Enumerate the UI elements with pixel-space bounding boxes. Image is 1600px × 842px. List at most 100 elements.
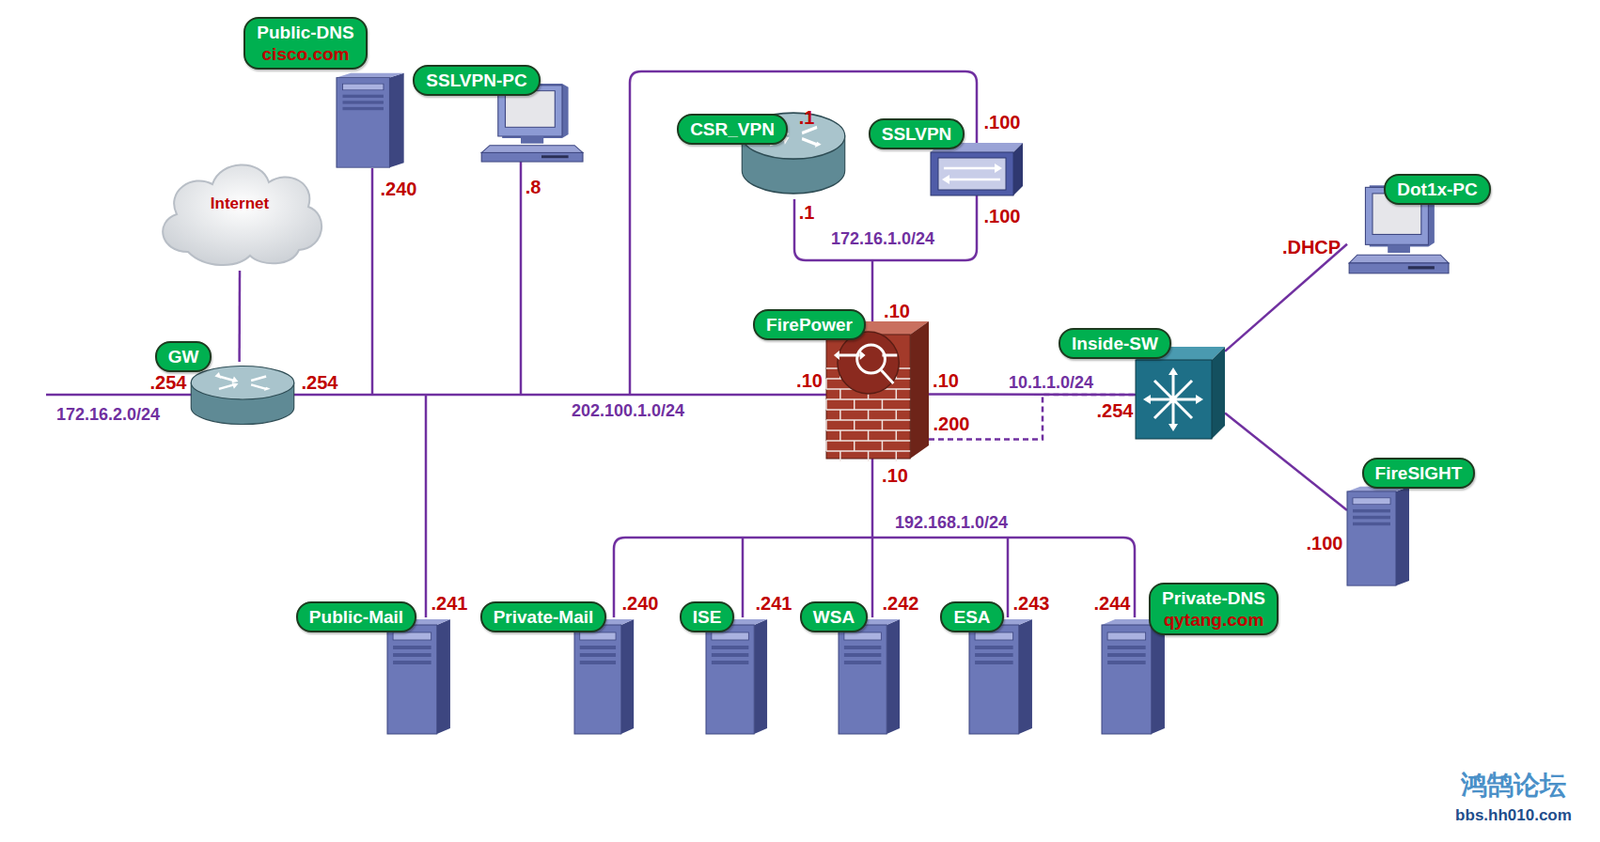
- drop-line: [1006, 537, 1010, 618]
- device-name: CSR_VPN: [690, 118, 775, 141]
- router-icon: [188, 361, 297, 429]
- device-name-pill: Private-Mail: [480, 601, 608, 633]
- server-icon: [574, 617, 638, 736]
- device-name: WSA: [813, 606, 855, 628]
- ip-address: .100: [984, 111, 1021, 133]
- ip-address: .242: [882, 593, 920, 614]
- server-icon: [336, 71, 408, 169]
- device-name: FirePower: [766, 313, 853, 336]
- drop-line: [424, 394, 428, 618]
- switch-node: Inside-SW: [1135, 346, 1225, 440]
- device-name: Public-DNS: [256, 21, 354, 44]
- bus-group: [46, 71, 1135, 618]
- device-name: Dot1x-PC: [1396, 178, 1478, 201]
- device-name: FireSIGHT: [1375, 462, 1463, 485]
- ip-address: .254: [1097, 400, 1134, 422]
- ip-address: .10: [796, 370, 823, 392]
- server-node: WSA: [838, 617, 904, 736]
- device-name: Private-Mail: [493, 606, 595, 628]
- server-node: Private-Mail: [574, 617, 638, 736]
- ip-address: .DHCP: [1282, 236, 1341, 258]
- server-icon: [705, 617, 771, 736]
- device-name-pill: FirePower: [752, 309, 866, 341]
- subnet-label: 172.16.1.0/24: [829, 230, 937, 250]
- device-name-pill: ESA: [940, 601, 1004, 633]
- ip-address: .254: [150, 372, 188, 393]
- network-link: [1224, 244, 1348, 352]
- server-node: Public-Mail: [387, 617, 455, 736]
- device-name-pill: WSA: [800, 601, 868, 633]
- ip-address: .8: [525, 176, 542, 198]
- device-name-pill: Public-DNScisco.com: [243, 16, 367, 70]
- ip-address: .10: [881, 465, 909, 487]
- ip-address: .254: [301, 372, 339, 393]
- device-name-pill: SSLVPN-PC: [412, 64, 540, 96]
- device-name: SSLVPN-PC: [425, 69, 527, 92]
- device-name: ESA: [953, 606, 990, 628]
- device-name-pill: GW: [155, 341, 213, 373]
- subnet-label: 202.100.1.0/24: [569, 402, 687, 422]
- cloud-node: Internet: [150, 148, 330, 271]
- server-icon: [1347, 485, 1413, 587]
- drop-line: [371, 168, 375, 395]
- device-name-pill: Public-Mail: [296, 601, 417, 633]
- switch-icon: [1135, 346, 1225, 440]
- ip-address: .241: [755, 593, 793, 614]
- dashed-link: [928, 394, 1136, 440]
- network-link: [237, 270, 241, 362]
- device-name: SSLVPN: [881, 123, 953, 145]
- cloud-label: Internet: [210, 194, 269, 214]
- server-icon: [969, 617, 1036, 736]
- firewall-icon: [826, 321, 929, 459]
- ip-address: .100: [1306, 533, 1344, 554]
- server-node: FireSIGHT: [1347, 485, 1413, 587]
- server-icon: [838, 617, 904, 736]
- subnet-label: 172.16.2.0/24: [54, 406, 162, 425]
- device-name-pill: SSLVPN: [868, 118, 966, 150]
- drop-line: [519, 161, 523, 395]
- device-name-pill: Inside-SW: [1058, 328, 1172, 360]
- subnet-label: 192.168.1.0/24: [893, 514, 1010, 534]
- ip-address: .100: [984, 205, 1021, 227]
- bus-line: [46, 393, 827, 397]
- device-name-pill: Dot1x-PC: [1383, 173, 1491, 205]
- router-node: GW: [188, 361, 297, 429]
- firewall-node: FirePower: [826, 321, 929, 459]
- server-icon: [387, 617, 455, 736]
- device-name-pill: CSR_VPN: [676, 113, 788, 145]
- ip-address: .1: [799, 107, 816, 128]
- watermark: bbs.hh010.com: [1455, 807, 1572, 826]
- device-name: ISE: [692, 606, 722, 628]
- drop-line: [741, 537, 745, 618]
- server-node: ISE: [705, 617, 771, 736]
- ip-address: .200: [933, 413, 971, 435]
- pc-node: Dot1x-PC: [1347, 183, 1449, 276]
- domain-name: qytang.com: [1161, 609, 1266, 631]
- network-link: [1224, 413, 1348, 511]
- domain-name: cisco.com: [256, 43, 354, 65]
- server-node: Public-DNScisco.com: [336, 71, 408, 169]
- subnet-label: 10.1.1.0/24: [1006, 374, 1096, 393]
- ip-address: .10: [883, 300, 910, 322]
- server-node: Private-DNSqytang.com: [1101, 617, 1169, 736]
- server-icon: [1101, 617, 1169, 736]
- device-name-pill: ISE: [679, 601, 736, 633]
- ip-address: .244: [1094, 593, 1131, 614]
- ip-address: .1: [799, 202, 816, 223]
- loop-line: [794, 195, 977, 261]
- ip-address: .240: [622, 593, 659, 614]
- device-name-pill: FireSIGHT: [1362, 457, 1476, 489]
- appliance-node: SSLVPN: [930, 142, 1023, 196]
- pc-node: SSLVPN-PC: [479, 81, 583, 164]
- device-name: Private-DNS: [1161, 587, 1266, 610]
- ip-address: .10: [932, 370, 959, 392]
- device-name-pill: Private-DNSqytang.com: [1148, 582, 1279, 636]
- server-node: ESA: [969, 617, 1036, 736]
- device-name: GW: [168, 345, 200, 368]
- ip-address: .243: [1013, 593, 1051, 614]
- drop-line: [871, 260, 875, 322]
- router-node: CSR_VPN: [739, 107, 848, 200]
- ip-address: .241: [431, 593, 469, 614]
- device-name: Inside-SW: [1071, 332, 1159, 355]
